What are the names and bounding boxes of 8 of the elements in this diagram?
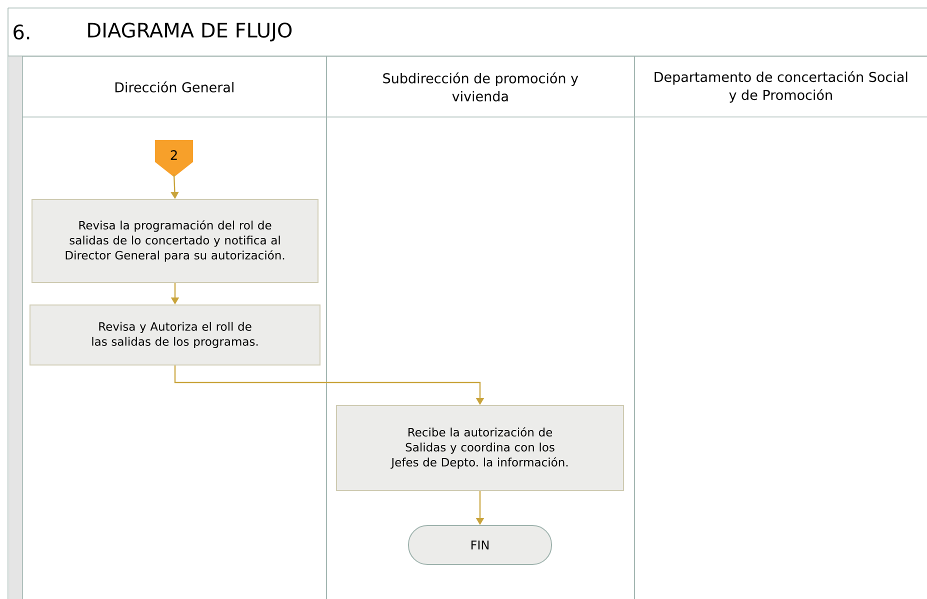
process-box: Revisa la programación del rol de salidas de lo concertado y notifica al Director General para su autorización. — [32, 199, 318, 283]
process-box: Revisa y Autoriza el roll de las salidas de los programas. — [30, 304, 320, 366]
swimlane: Departamento de concertación Social y de Promoción — [634, 56, 927, 599]
section-number: 6. — [14, 24, 30, 40]
offpage-connector: 2 — [155, 140, 193, 177]
process-box: Recibe la autorización de Salidas y coordina con los Jefes de Depto. la información. — [336, 405, 624, 491]
terminal: FIN — [408, 525, 552, 565]
title: DIAGRAMA DE FLUJO — [88, 22, 292, 42]
